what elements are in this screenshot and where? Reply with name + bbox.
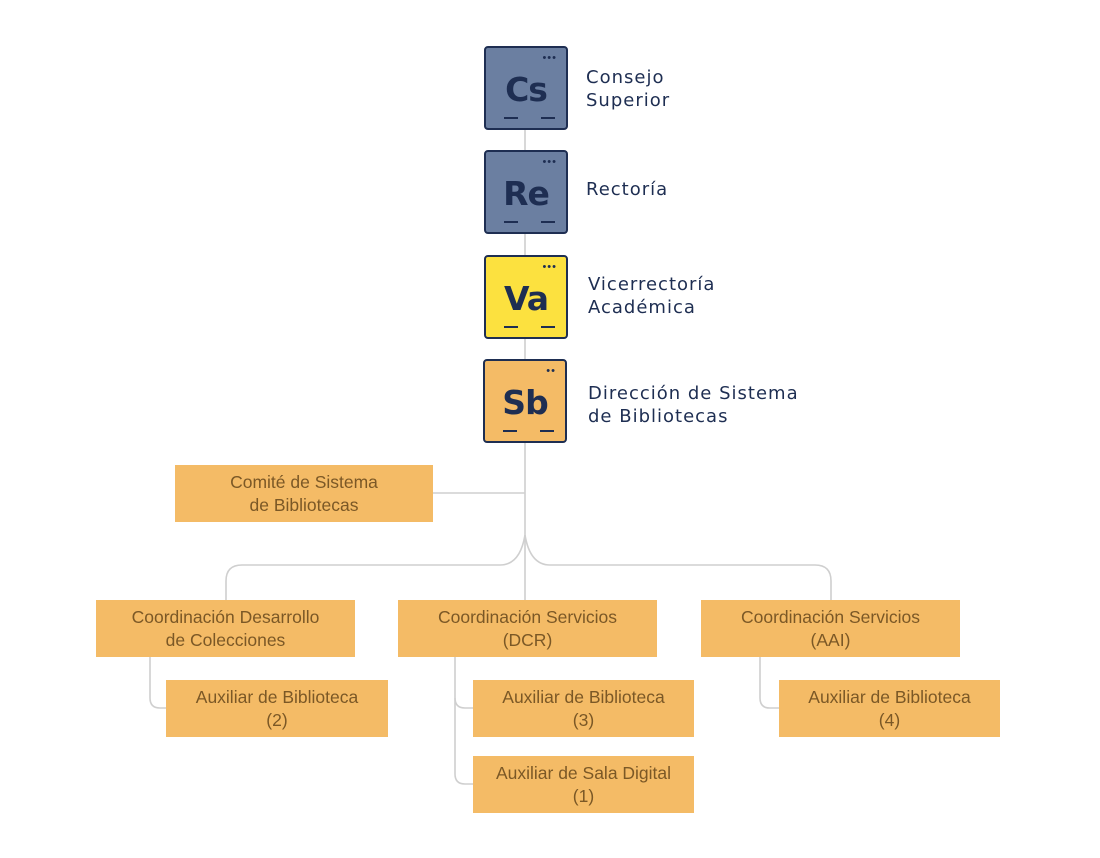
tile-dash-right xyxy=(541,221,555,223)
electron-dots: ••• xyxy=(542,156,557,168)
electron-dots: ••• xyxy=(542,261,557,273)
tile-dash-left xyxy=(504,326,518,328)
child-connector-2b xyxy=(454,698,474,785)
tile-label-direccion-sistema-bibliotecas: Dirección de Sistema de Bibliotecas xyxy=(588,383,799,427)
coordination-box-servicios-aai: Coordinación Servicios (AAI) xyxy=(701,600,960,657)
tile-symbol: Va xyxy=(503,278,549,318)
branch-right-connector xyxy=(524,534,832,600)
child-connector-3 xyxy=(759,656,780,709)
tile-label-rectoria: Rectoría xyxy=(586,179,669,200)
tile-rectoria: ••• Re xyxy=(484,150,568,234)
tile-symbol: Re xyxy=(503,173,550,213)
tile-consejo-superior: ••• Cs xyxy=(484,46,568,130)
tile-dash-right xyxy=(540,430,554,432)
tile-vicerrectoria-academica: ••• Va xyxy=(484,255,568,339)
child-connector-2a xyxy=(454,656,474,709)
branch-left-connector xyxy=(225,534,526,600)
tile-dash-left xyxy=(503,430,517,432)
tile-label-consejo-superior: Consejo Superior xyxy=(586,67,671,111)
child-box-auxiliar-biblioteca-2: Auxiliar de Biblioteca (2) xyxy=(166,680,388,737)
electron-dots: ••• xyxy=(542,52,557,64)
electron-dots: •• xyxy=(546,365,556,377)
tile-direccion-sistema-bibliotecas: •• Sb xyxy=(483,359,567,443)
coordination-box-desarrollo-colecciones: Coordinación Desarrollo de Colecciones xyxy=(96,600,355,657)
tile-dash-right xyxy=(541,326,555,328)
tile-dash-left xyxy=(504,221,518,223)
child-box-auxiliar-biblioteca-4: Auxiliar de Biblioteca (4) xyxy=(779,680,1000,737)
tile-symbol: Cs xyxy=(505,69,548,109)
tile-dash-right xyxy=(541,117,555,119)
child-box-auxiliar-biblioteca-3: Auxiliar de Biblioteca (3) xyxy=(473,680,694,737)
child-box-auxiliar-sala-digital-1: Auxiliar de Sala Digital (1) xyxy=(473,756,694,813)
coordination-box-servicios-dcr: Coordinación Servicios (DCR) xyxy=(398,600,657,657)
tile-label-vicerrectoria-academica: Vicerrectoría Académica xyxy=(588,274,716,318)
committee-box: Comité de Sistema de Bibliotecas xyxy=(175,465,433,522)
tile-symbol: Sb xyxy=(502,382,548,422)
tile-dash-left xyxy=(504,117,518,119)
child-connector-1 xyxy=(149,656,167,709)
